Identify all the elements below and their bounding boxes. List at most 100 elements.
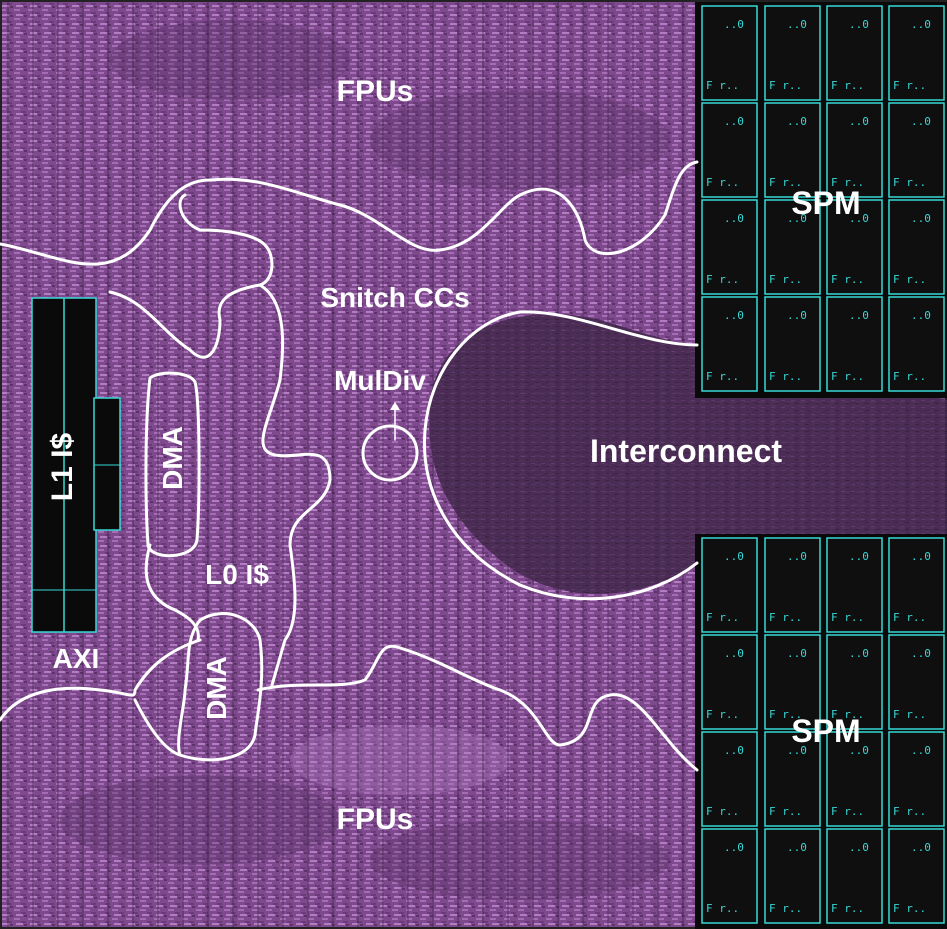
spm-macro-pin-label: F r.. [769,273,802,286]
spm-macro-pin-label: F r.. [769,79,802,92]
spm-sram-macro [888,5,945,101]
spm-bottom-block: ..0 F r.. ..0 F r.. ..0 F r.. ..0 F r.. ..0 F r..… [695,534,947,929]
spm-macro-id: ..0 [911,550,931,563]
spm-macro-pin-label: F r.. [769,805,802,818]
spm-sram-macro [826,634,883,730]
spm-sram-macro [764,537,821,633]
spm-sram-macro [701,5,758,101]
spm-macro-pin-label: F r.. [893,708,926,721]
spm-sram-macro [701,296,758,392]
spm-macro-id: ..0 [724,647,744,660]
spm-macro-id: ..0 [849,115,869,128]
spm-sram-macro [826,828,883,924]
spm-macro-id: ..0 [911,212,931,225]
spm-sram-macro [764,828,821,924]
spm-sram-macro [826,296,883,392]
spm-macro-id: ..0 [849,550,869,563]
spm-macro-id: ..0 [911,841,931,854]
spm-sram-macro [888,828,945,924]
spm-macro-id: ..0 [911,647,931,660]
spm-sram-macro [826,537,883,633]
label-spm-top: SPM [791,185,860,221]
spm-sram-macro [826,199,883,295]
spm-sram-macro [764,5,821,101]
spm-sram-macro [701,537,758,633]
spm-macro-id: ..0 [787,744,807,757]
spm-macro-id: ..0 [787,550,807,563]
muldiv-arrow-head [390,402,400,410]
spm-macro-id: ..0 [849,647,869,660]
spm-macro-id: ..0 [787,212,807,225]
label-l1-cache: L1 I$ [46,433,79,502]
spm-sram-macro [764,199,821,295]
spm-macro-pin-label: F r.. [831,370,864,383]
spm-macro-pin-label: F r.. [893,611,926,624]
spm-macro-id: ..0 [724,841,744,854]
fpu-bottom-boundary [256,644,699,772]
spm-macro-id: ..0 [787,18,807,31]
interconnect-boundary [422,310,699,601]
spm-macro-pin-label: F r.. [893,902,926,915]
spm-macro-pin-label: F r.. [831,902,864,915]
spm-macro-id: ..0 [787,647,807,660]
spm-macro-id: ..0 [787,309,807,322]
spm-macro-pin-label: F r.. [769,176,802,189]
spm-macro-pin-label: F r.. [831,805,864,818]
axi-boundary [0,638,202,722]
spm-macro-id: ..0 [849,744,869,757]
placement-rows [7,0,684,929]
spm-sram-macro [701,828,758,924]
snitch-boundary [108,193,274,359]
label-dma-upper: DMA [157,426,188,490]
label-spm-bottom: SPM [791,713,860,749]
label-interconnect: Interconnect [590,433,782,469]
label-l0-cache: L0 I$ [205,559,269,590]
spm-sram-macro [764,102,821,198]
spm-macro-id: ..0 [911,309,931,322]
label-dma-lower: DMA [201,656,232,720]
fpu-top-boundary [0,160,699,266]
spm-sram-macro [888,731,945,827]
spm-macro-id: ..0 [787,841,807,854]
spm-macro-pin-label: F r.. [831,611,864,624]
spm-sram-macro [826,102,883,198]
l0-left-boundary [144,543,200,642]
spm-sram-macro [701,634,758,730]
spm-top-block: ..0 F r.. ..0 F r.. ..0 F r.. ..0 F r.. ..0 F r..… [695,2,947,398]
spm-macro-id: ..0 [724,309,744,322]
l0-cache-boundary [258,283,332,687]
spm-macro-pin-label: F r.. [769,902,802,915]
spm-macro-pin-label: F r.. [706,79,739,92]
dma-lower-boundary [177,612,264,762]
label-axi: AXI [53,643,100,674]
spm-macro-pin-label: F r.. [893,79,926,92]
dma-upper-boundary [144,371,201,558]
spm-macro-pin-label: F r.. [706,805,739,818]
spm-macro-id: ..0 [724,744,744,757]
spm-sram-macro [888,296,945,392]
die-texture [60,20,670,900]
label-snitch-ccs: Snitch CCs [320,282,469,313]
spm-macro-pin-label: F r.. [706,611,739,624]
spm-macro-pin-label: F r.. [769,611,802,624]
spm-macro-id: ..0 [724,18,744,31]
spm-macro-id: ..0 [724,115,744,128]
spm-macro-id: ..0 [724,550,744,563]
spm-sram-macro [701,199,758,295]
spm-sram-macro [888,199,945,295]
spm-sram-macro [826,5,883,101]
l1-cache-block [31,297,121,633]
label-muldiv: MulDiv [334,365,426,396]
spm-macro-pin-label: F r.. [706,273,739,286]
spm-macro-pin-label: F r.. [706,902,739,915]
spm-sram-macro [826,731,883,827]
spm-sram-macro [764,634,821,730]
spm-sram-macro [764,731,821,827]
spm-macro-pin-label: F r.. [706,176,739,189]
spm-sram-macro [764,296,821,392]
region-outlines [0,160,699,772]
spm-macro-id: ..0 [849,309,869,322]
spm-macro-id: ..0 [911,744,931,757]
label-fpus-top: FPUs [337,75,414,108]
